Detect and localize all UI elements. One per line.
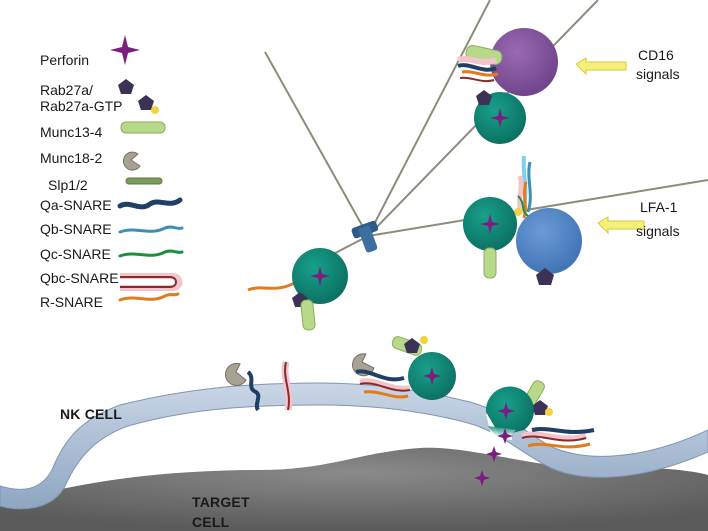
perforin-icon: [490, 108, 510, 128]
perforin-icon: [497, 428, 513, 444]
nk-cell-label: NK CELL: [60, 406, 123, 422]
fusing-granule: [485, 380, 595, 449]
rab27a-gtp-icon: [138, 95, 154, 110]
rab27a-icon: [532, 400, 548, 415]
munc13-icon: [120, 121, 166, 134]
perforin-icon: [497, 402, 515, 420]
lfa1-signal-arrow: [597, 216, 645, 235]
mtoc-icon: [351, 220, 379, 253]
rab27a-icon: [118, 79, 134, 94]
rab27a-icon: [404, 338, 420, 353]
rab27a-icon: [536, 268, 554, 285]
target-cell-label-line1: TARGET: [192, 494, 250, 510]
munc13-protein: [483, 247, 497, 279]
target-cell: [0, 447, 708, 531]
qb-snare-icon: [118, 225, 184, 234]
lfa1-label-line2: signals: [636, 223, 680, 239]
qc-snare-icon: [118, 249, 184, 258]
lfa1-receptor-complex: [463, 155, 582, 285]
munc13-protein: [300, 299, 316, 331]
released-perforin: [474, 428, 513, 486]
legend-qa-label: Qa-SNARE: [40, 197, 112, 213]
cd16-signal-arrow: [575, 57, 627, 76]
lfa1-receptor: [516, 208, 582, 274]
munc18-protein: [225, 362, 247, 386]
legend-rab27a-label: Rab27a/: [40, 82, 93, 98]
legend-qb-label: Qb-SNARE: [40, 221, 112, 237]
munc18-icon: [123, 151, 141, 171]
perforin-icon: [310, 266, 330, 286]
cd16-label-line2: signals: [636, 66, 680, 82]
target-cell-label-line2: CELL: [192, 514, 230, 530]
legend-slp-label: Slp1/2: [48, 177, 88, 193]
traveling-granule: [247, 248, 348, 331]
rab27a-icon: [476, 90, 492, 105]
membrane-snares-left: [225, 361, 293, 412]
perforin-icon: [110, 35, 140, 65]
r-snare-icon: [118, 292, 180, 302]
perforin-icon: [480, 214, 500, 234]
perforin-icon: [486, 446, 502, 462]
perforin-icon: [423, 367, 441, 385]
legend-perforin-label: Perforin: [40, 52, 90, 68]
legend-munc18-label: Munc18-2: [40, 150, 103, 166]
cd16-label-line1: CD16: [638, 47, 674, 63]
slp-icon: [125, 177, 163, 185]
nk-cell-membrane: [0, 382, 708, 510]
docking-granule: [352, 336, 456, 400]
perforin-icon: [474, 470, 490, 486]
qa-snare-icon: [117, 197, 183, 210]
legend-qbc-label: Qbc-SNARE: [40, 270, 119, 286]
cd16-receptor-complex: [457, 28, 558, 144]
cd16-receptor: [490, 28, 558, 96]
legend-qc-label: Qc-SNARE: [40, 246, 111, 262]
legend-r-label: R-SNARE: [40, 294, 104, 310]
legend-rab27a-gtp-label: Rab27a-GTP: [40, 98, 123, 114]
legend: [110, 35, 184, 302]
legend-munc13-label: Munc13-4: [40, 124, 103, 140]
qbc-snare-icon: [120, 273, 183, 291]
lfa1-label-line1: LFA-1: [640, 199, 678, 215]
gtp-icon: [151, 106, 159, 114]
